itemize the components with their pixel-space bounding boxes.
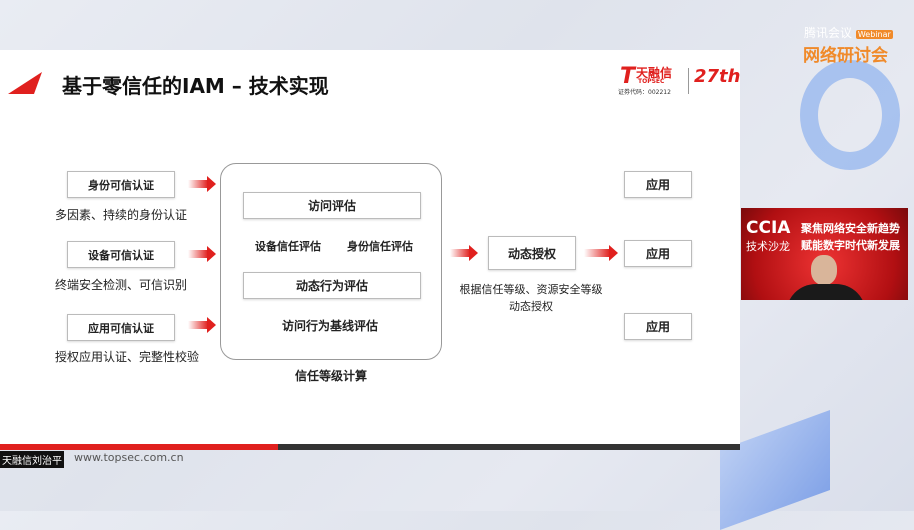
speaker-video[interactable]: CCIA 技术沙龙 聚焦网络安全新趋势 赋能数字时代新发展 xyxy=(741,208,908,300)
slide-title: 基于零信任的IAM – 技术实现 xyxy=(62,74,329,98)
device-trust-label: 设备信任评估 xyxy=(255,240,321,253)
logo-stock-code: 证券代码：002212 xyxy=(618,89,671,96)
dynamic-behavior-box: 动态行为评估 xyxy=(243,272,421,299)
app-auth-box: 应用可信认证 xyxy=(67,314,175,341)
dynamic-auth-caption: 根据信任等级、资源安全等级 动态授权 xyxy=(456,281,606,315)
slide-progress-fill xyxy=(0,444,279,450)
topsec-t-icon: T xyxy=(620,64,636,89)
speaker-name-label: 天融信刘治平 xyxy=(0,451,64,468)
video-headline-2: 赋能数字时代新发展 xyxy=(801,239,900,252)
app-box: 应用 xyxy=(624,171,692,198)
background-decor-ring xyxy=(800,60,900,170)
speaker-head xyxy=(811,255,837,285)
identity-trust-label: 身份信任评估 xyxy=(347,240,413,253)
app-box: 应用 xyxy=(624,240,692,267)
arrow-icon xyxy=(188,317,216,333)
topsec-logo: T 天融信 TOPSEC 证券代码：002212 27th xyxy=(618,64,740,98)
speaker-body xyxy=(786,284,866,300)
app-auth-desc: 授权应用认证、完整性校验 xyxy=(55,350,200,364)
video-salon: 技术沙龙 xyxy=(746,240,790,253)
logo-divider xyxy=(688,68,689,94)
identity-auth-desc: 多因素、持续的身份认证 xyxy=(55,208,188,222)
identity-auth-box: 身份可信认证 xyxy=(67,171,175,198)
arrow-icon xyxy=(188,246,216,262)
caption-line: 动态授权 xyxy=(509,300,553,313)
arrow-icon xyxy=(450,245,478,261)
logo-brand: 天融信 xyxy=(636,66,673,80)
app-box: 应用 xyxy=(624,313,692,340)
dynamic-auth-box: 动态授权 xyxy=(488,236,576,270)
meeting-brand-name: 腾讯会议 xyxy=(804,26,853,40)
trust-calc-caption: 信任等级计算 xyxy=(295,369,368,383)
access-eval-box: 访问评估 xyxy=(243,192,421,219)
device-auth-desc: 终端安全检测、可信识别 xyxy=(55,278,188,292)
baseline-label: 访问行为基线评估 xyxy=(282,319,379,333)
webinar-badge: Webinar xyxy=(855,30,893,39)
arrow-icon xyxy=(188,176,216,192)
caption-line: 根据信任等级、资源安全等级 xyxy=(459,283,603,296)
device-auth-box: 设备可信认证 xyxy=(67,241,175,268)
arrow-icon xyxy=(584,245,618,261)
logo-anniversary: 27th xyxy=(694,66,741,87)
logo-brand-en: TOPSEC xyxy=(638,78,665,85)
video-ccia: CCIA xyxy=(746,218,791,238)
footer-url: www.topsec.com.cn xyxy=(74,451,184,464)
video-headline-1: 聚焦网络安全新趋势 xyxy=(801,222,900,235)
meeting-subtitle: 网络研讨会 xyxy=(803,46,888,66)
meeting-brand: 腾讯会议 Webinar xyxy=(804,24,893,41)
slide-progress-bar xyxy=(0,444,740,450)
